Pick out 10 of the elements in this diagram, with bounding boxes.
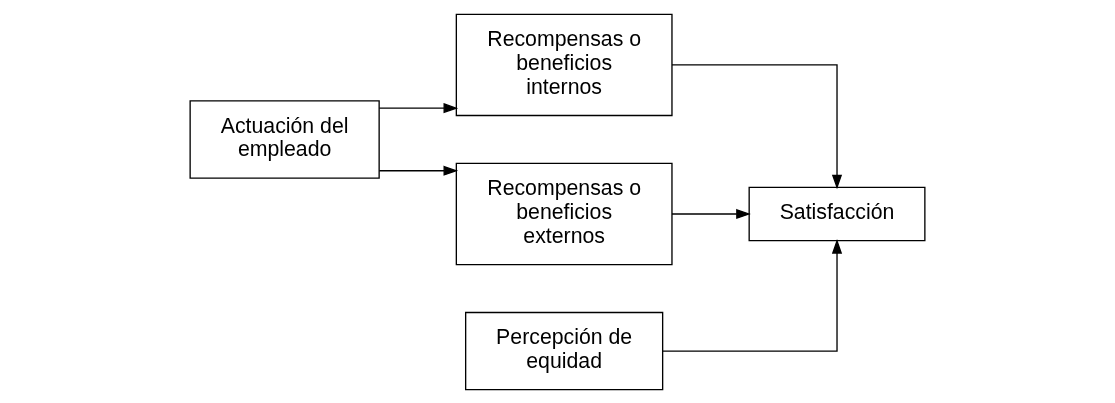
arrow <box>671 63 843 189</box>
node-box: Recompensas o beneficios externos <box>455 162 673 265</box>
node-box: Recompensas o beneficios internos <box>455 13 673 116</box>
arrow <box>378 102 459 113</box>
node-box: Satisfacción <box>748 186 926 241</box>
node-box: Actuación del empleado <box>189 99 380 179</box>
node-box: Percepción de equidad <box>465 311 664 390</box>
arrow <box>671 208 751 219</box>
arrow <box>662 238 843 352</box>
arrow <box>378 165 459 176</box>
